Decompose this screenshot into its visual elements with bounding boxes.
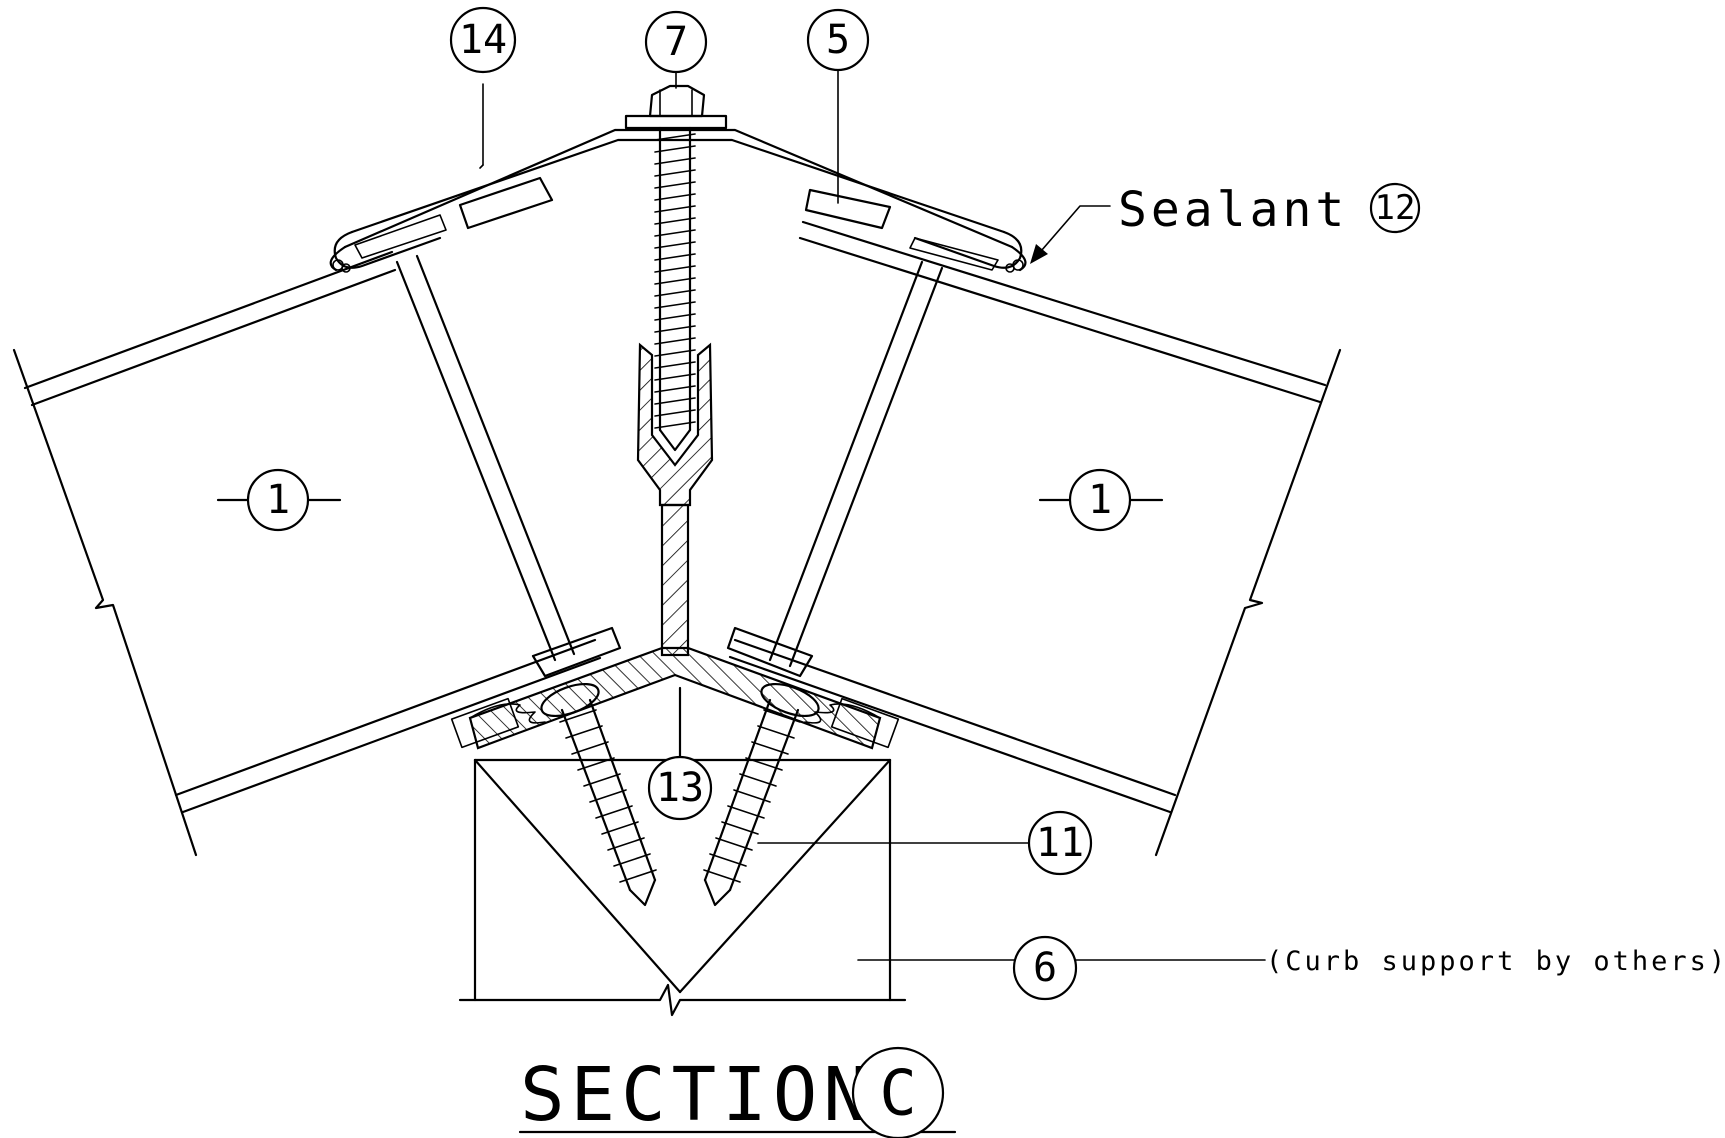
callout-1-left: 1: [246, 468, 310, 532]
callout-7-label: 7: [664, 19, 688, 65]
central-spine: [450, 342, 900, 750]
callout-14-label: 14: [459, 17, 507, 63]
callout-6: 6: [1012, 935, 1078, 1001]
curb-support: [458, 686, 907, 1017]
callout-11: 11: [1027, 810, 1093, 876]
callout-5: 5: [806, 8, 870, 72]
curb-note: (Curb support by others): [1266, 946, 1725, 977]
callout-13: 13: [647, 755, 713, 821]
callout-7: 7: [644, 10, 708, 74]
section-title-label: SECTION: [520, 1052, 874, 1138]
right-glazing-panel: [726, 188, 1342, 857]
section-title: SECTION C: [518, 1046, 957, 1138]
left-side-screw: [540, 682, 657, 907]
callout-14: 14: [449, 6, 517, 74]
sealant-ref-label: 12: [1375, 188, 1416, 228]
callout-1-right: 1: [1068, 468, 1132, 532]
top-screw: [624, 84, 728, 452]
callout-1-left-label: 1: [266, 477, 290, 523]
top-cap: [329, 128, 1027, 273]
callout-5-label: 5: [826, 17, 850, 63]
sealant-label: Sealant: [1118, 182, 1348, 238]
leader-lines: [216, 69, 1266, 961]
right-side-screw: [703, 682, 820, 907]
callout-6-label: 6: [1033, 945, 1057, 991]
sealant-note: Sealant 12: [1118, 182, 1421, 238]
callout-11-label: 11: [1036, 820, 1084, 866]
callout-13-label: 13: [656, 765, 704, 811]
callout-1-right-label: 1: [1088, 477, 1112, 523]
left-glazing-panel: [12, 176, 622, 857]
section-ref-label: C: [879, 1057, 916, 1130]
